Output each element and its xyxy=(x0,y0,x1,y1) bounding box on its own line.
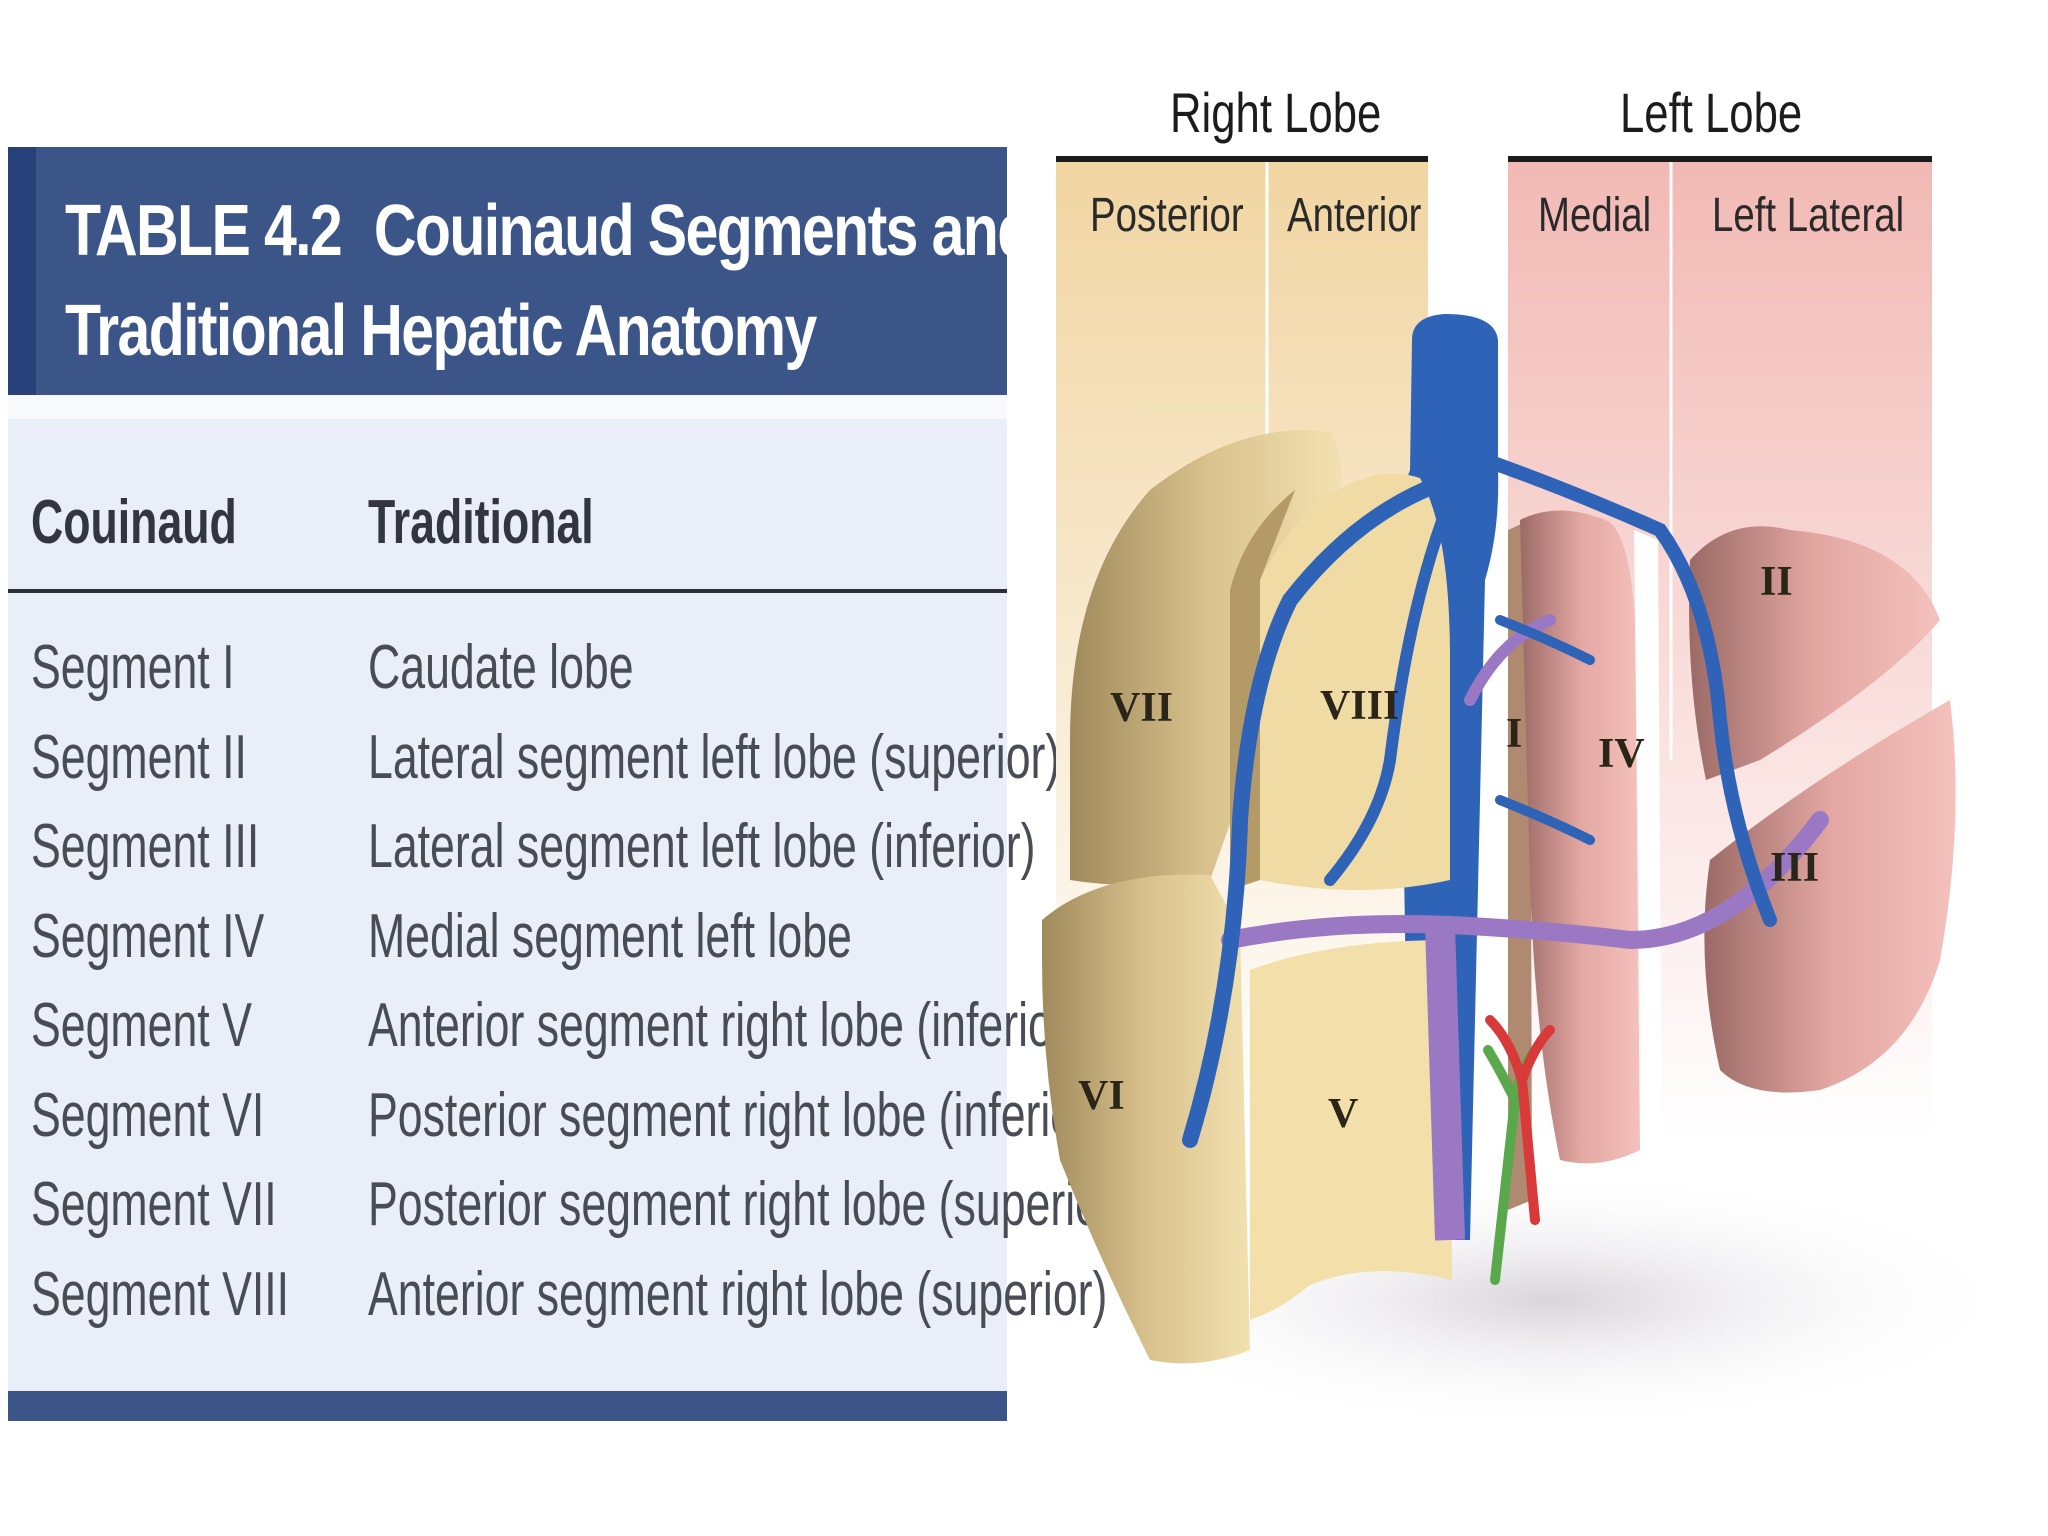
column-header-couinaud: Couinaud xyxy=(31,488,237,557)
traditional-cell: Posterior segment right lobe (superior) xyxy=(368,1170,1130,1239)
posterior-label: Posterior xyxy=(1090,189,1244,242)
header-gap xyxy=(8,395,1007,419)
segment-vi-shape xyxy=(1042,874,1250,1364)
segment-viii-label: VIII xyxy=(1320,683,1400,729)
segment-vii-label: VII xyxy=(1110,685,1174,731)
segment-vi-label: VI xyxy=(1078,1073,1125,1119)
column-header-traditional: Traditional xyxy=(368,488,594,557)
table-row: Segment V Anterior segment right lobe (i… xyxy=(8,990,1083,1080)
table-number: TABLE 4.2 xyxy=(65,191,343,271)
traditional-cell: Anterior segment right lobe (superior) xyxy=(368,1259,1108,1329)
segment-iv-label: IV xyxy=(1598,731,1645,777)
left-lateral-label: Left Lateral xyxy=(1712,189,1905,242)
table-footer-bar xyxy=(8,1391,1007,1421)
left-lobe-label: Left Lobe xyxy=(1620,81,1803,144)
hepatic-vein-branch xyxy=(1495,795,1595,845)
segment-iii-label: III xyxy=(1770,845,1820,891)
couinaud-table: TABLE 4.2 Couinaud Segments and Tradition… xyxy=(8,147,1130,1421)
traditional-cell: Caudate lobe xyxy=(368,633,634,702)
table-header xyxy=(8,147,1007,395)
couinaud-cell: Segment II xyxy=(31,722,247,792)
liver-segment-diagram: Right Lobe Left Lobe Posterior Anterior … xyxy=(1030,60,2030,1440)
traditional-cell: Posterior segment right lobe (inferior) xyxy=(368,1080,1105,1150)
couinaud-cell: Segment V xyxy=(31,991,252,1060)
right-hepatic-vein xyxy=(1182,472,1458,1148)
couinaud-cell: Segment VIII xyxy=(31,1259,290,1329)
couinaud-cell: Segment III xyxy=(31,812,260,881)
medial-label: Medial xyxy=(1538,189,1652,242)
couinaud-cell: Segment VII xyxy=(31,1170,277,1239)
table-row: Segment I Caudate lobe xyxy=(8,632,1007,722)
table-title: TABLE 4.2 Couinaud Segments and Tradition… xyxy=(65,181,1033,381)
table-row: Segment II Lateral segment left lobe (su… xyxy=(8,722,1060,812)
segment-v-label: V xyxy=(1328,1091,1359,1137)
portal-vein xyxy=(1221,811,1829,950)
liver-illustration xyxy=(1042,156,2020,1430)
table-row: Segment VIII Anterior segment right lobe… xyxy=(8,1259,1107,1349)
traditional-cell: Lateral segment left lobe (superior) xyxy=(368,722,1061,792)
traditional-cell: Anterior segment right lobe (inferior) xyxy=(368,991,1083,1060)
right-lobe-rule xyxy=(1056,156,1428,162)
right-lobe-label: Right Lobe xyxy=(1170,81,1382,144)
left-lobe-rule xyxy=(1508,156,1932,162)
table-body: Segment I Caudate lobe Segment II Latera… xyxy=(8,632,1130,1349)
couinaud-cell: Segment VI xyxy=(31,1080,265,1150)
segment-ii-shape xyxy=(1689,526,1940,780)
anterior-label: Anterior xyxy=(1287,189,1422,242)
table-row: Segment VI Posterior segment right lobe … xyxy=(8,1080,1105,1170)
table-title-line2: Traditional Hepatic Anatomy xyxy=(65,291,817,371)
falciform-ligament xyxy=(1634,530,1662,1160)
segment-i-label: I xyxy=(1506,711,1523,757)
portal-vein-branch xyxy=(1464,614,1556,706)
couinaud-cell: Segment I xyxy=(31,633,235,702)
couinaud-cell: Segment IV xyxy=(31,901,265,971)
table-row: Segment VII Posterior segment right lobe… xyxy=(8,1169,1130,1259)
table-row: Segment IV Medial segment left lobe xyxy=(8,901,1007,991)
segment-v-shape xyxy=(1250,940,1452,1320)
header-rule xyxy=(8,589,1007,593)
segment-iii-shape xyxy=(1704,700,1956,1093)
hepatic-vein-branch xyxy=(1495,615,1595,665)
table-row: Segment III Lateral segment left lobe (i… xyxy=(8,811,1035,901)
middle-hepatic-vein xyxy=(1324,494,1456,886)
left-hepatic-vein xyxy=(1478,453,1777,927)
portal-vein-trunk xyxy=(1425,924,1465,1241)
segment-ii-label: II xyxy=(1760,559,1793,605)
hepatic-artery xyxy=(1485,1015,1555,1225)
traditional-cell: Lateral segment left lobe (inferior) xyxy=(368,812,1036,881)
table-title-line1: Couinaud Segments and xyxy=(373,191,1033,271)
traditional-cell: Medial segment left lobe xyxy=(368,901,852,971)
